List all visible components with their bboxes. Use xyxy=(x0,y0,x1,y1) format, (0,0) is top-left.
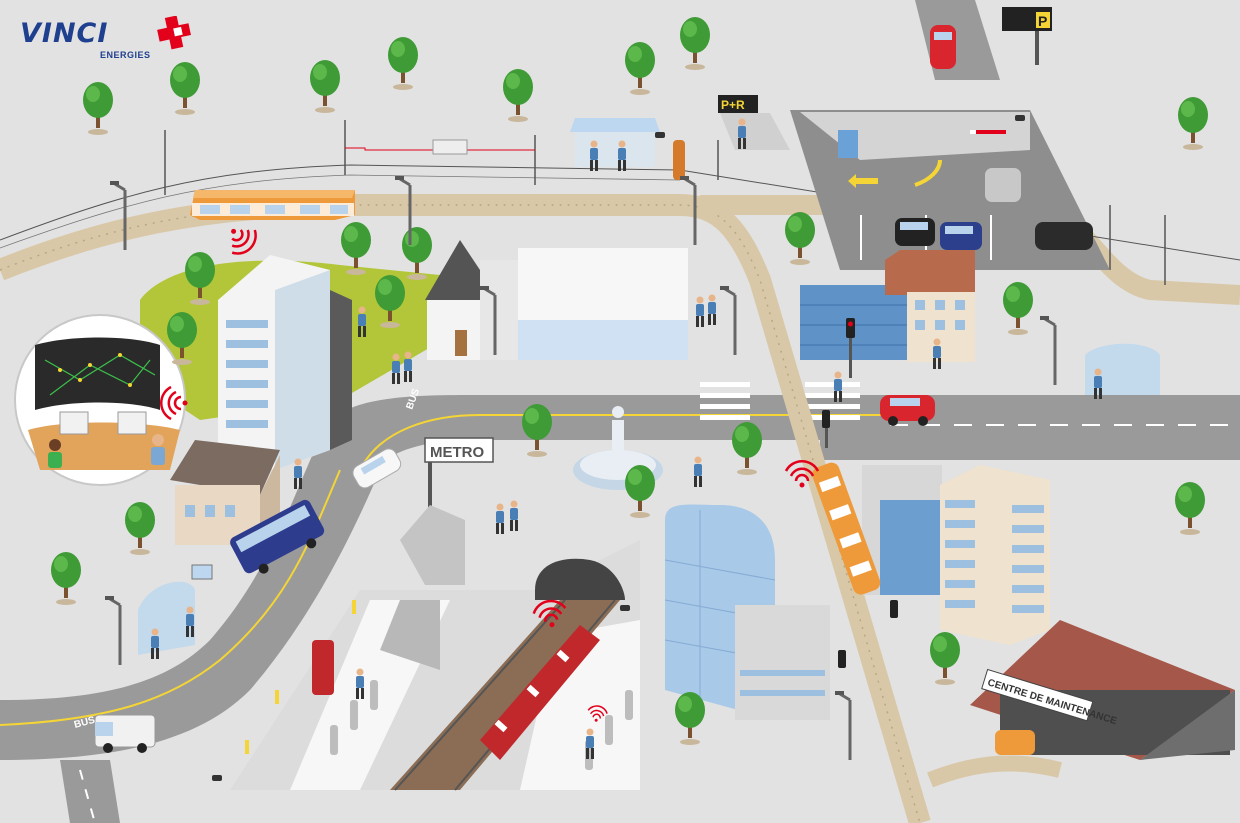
tram-in-depot xyxy=(995,730,1035,755)
car-white-road xyxy=(352,448,402,489)
car-red-road xyxy=(880,395,935,426)
bus xyxy=(230,499,325,574)
wireless-signal-icon xyxy=(219,217,263,261)
tram-right xyxy=(812,462,881,595)
shelters xyxy=(138,118,1160,655)
logo-division: ENERGIES xyxy=(100,50,151,60)
bus-lane-marking-left: BUS xyxy=(73,715,97,731)
park-and-ride-sign: P+R xyxy=(721,98,745,112)
cctv-camera-icon xyxy=(655,132,665,138)
vinci-energies-logo: VINCI ENERGIES xyxy=(18,16,208,66)
metro-sign: METRO xyxy=(430,444,484,461)
buildings: CENTRE DE MAINTENANCE xyxy=(170,240,1235,760)
cctv-camera-icon xyxy=(620,605,630,611)
car-parking-2 xyxy=(940,222,982,250)
metro-station: METRO xyxy=(230,437,640,791)
parking-sign-text: P xyxy=(1038,13,1047,29)
cctv-camera-icon xyxy=(212,775,222,781)
cctv-camera-icons xyxy=(212,115,1025,781)
control-room-bubble xyxy=(14,314,186,486)
van xyxy=(94,714,156,753)
logo-cross-icon xyxy=(157,16,191,50)
logo-wordmark: VINCI xyxy=(20,18,109,49)
traffic-lights xyxy=(822,318,898,668)
cctv-camera-icon xyxy=(1015,115,1025,121)
car-parking-4 xyxy=(1035,222,1093,250)
car-parking-3 xyxy=(985,168,1021,202)
car-parking-1 xyxy=(895,218,935,246)
car-red-top xyxy=(930,25,956,69)
tram-top xyxy=(190,190,355,220)
parking-lot: P P+R xyxy=(718,7,1110,270)
vehicles xyxy=(94,25,1093,755)
